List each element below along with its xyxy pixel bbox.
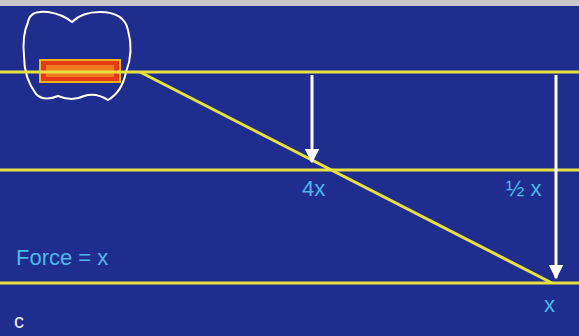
- ratio-label: x: [544, 293, 555, 317]
- level-line: [0, 71, 579, 74]
- level-line: [0, 282, 579, 285]
- force-label: Force = x: [16, 246, 108, 270]
- force-arrow: [555, 75, 558, 278]
- top-strip: [0, 0, 579, 6]
- ratio-label: ½ x: [506, 177, 541, 201]
- force-arrow: [311, 75, 314, 162]
- panel-letter: c: [14, 310, 24, 332]
- level-line: [0, 169, 579, 172]
- ratio-label: 4x: [300, 177, 327, 201]
- lever-diagonal: [140, 72, 552, 283]
- tooth-outline: [24, 12, 131, 100]
